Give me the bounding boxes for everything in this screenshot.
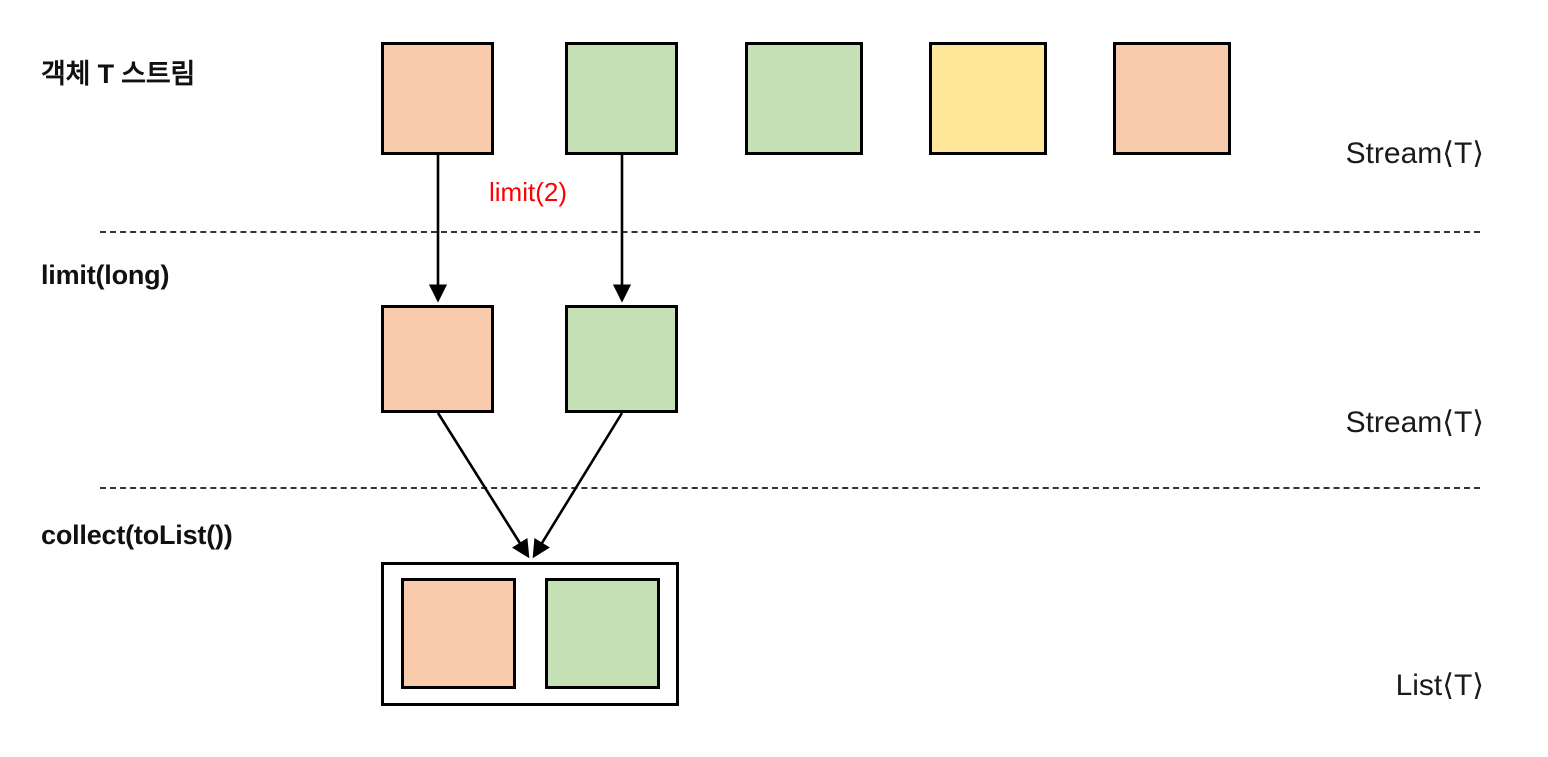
stage-label-limit: limit(long) [41,260,170,290]
divider-source-limit [100,231,1480,233]
arrow-limited-item-1-to-list [436,412,530,559]
type-label-result-list: List⟨T⟩ [1395,669,1484,702]
limited-item-2 [565,305,678,413]
divider-limit-collect [100,487,1480,489]
operation-annotation-limit: limit(2) [489,177,567,207]
list-item-1 [401,578,516,689]
result-list-container [381,562,679,706]
stream-item-2 [565,42,678,155]
arrow-limited-item-2-to-list [532,412,624,559]
stream-item-4 [929,42,1047,155]
stream-item-1 [381,42,494,155]
stage-label-source: 객체 T 스트림 [41,59,196,89]
limited-item-1 [381,305,494,413]
stream-item-3 [745,42,863,155]
list-item-2 [545,578,660,689]
stage-label-collect: collect(toList()) [41,520,233,550]
type-label-limited-stream: Stream⟨T⟩ [1345,406,1484,439]
stream-item-5 [1113,42,1231,155]
type-label-source-stream: Stream⟨T⟩ [1345,137,1484,170]
